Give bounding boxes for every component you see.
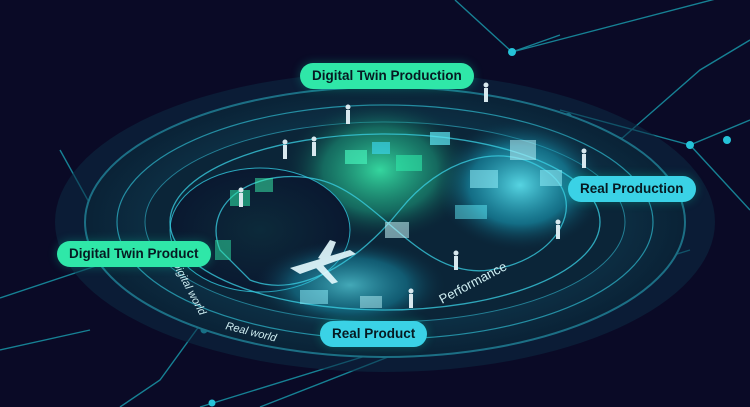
airplane-icon xyxy=(290,240,356,284)
label-digital-twin-production: Digital Twin Production xyxy=(300,63,474,89)
real-product-zone xyxy=(255,240,445,330)
factory-equipment xyxy=(215,132,562,308)
label-digital-twin-product: Digital Twin Product xyxy=(57,241,211,267)
people-figures xyxy=(238,82,587,308)
label-real-product: Real Product xyxy=(320,321,428,347)
label-real-production: Real Production xyxy=(568,176,696,202)
